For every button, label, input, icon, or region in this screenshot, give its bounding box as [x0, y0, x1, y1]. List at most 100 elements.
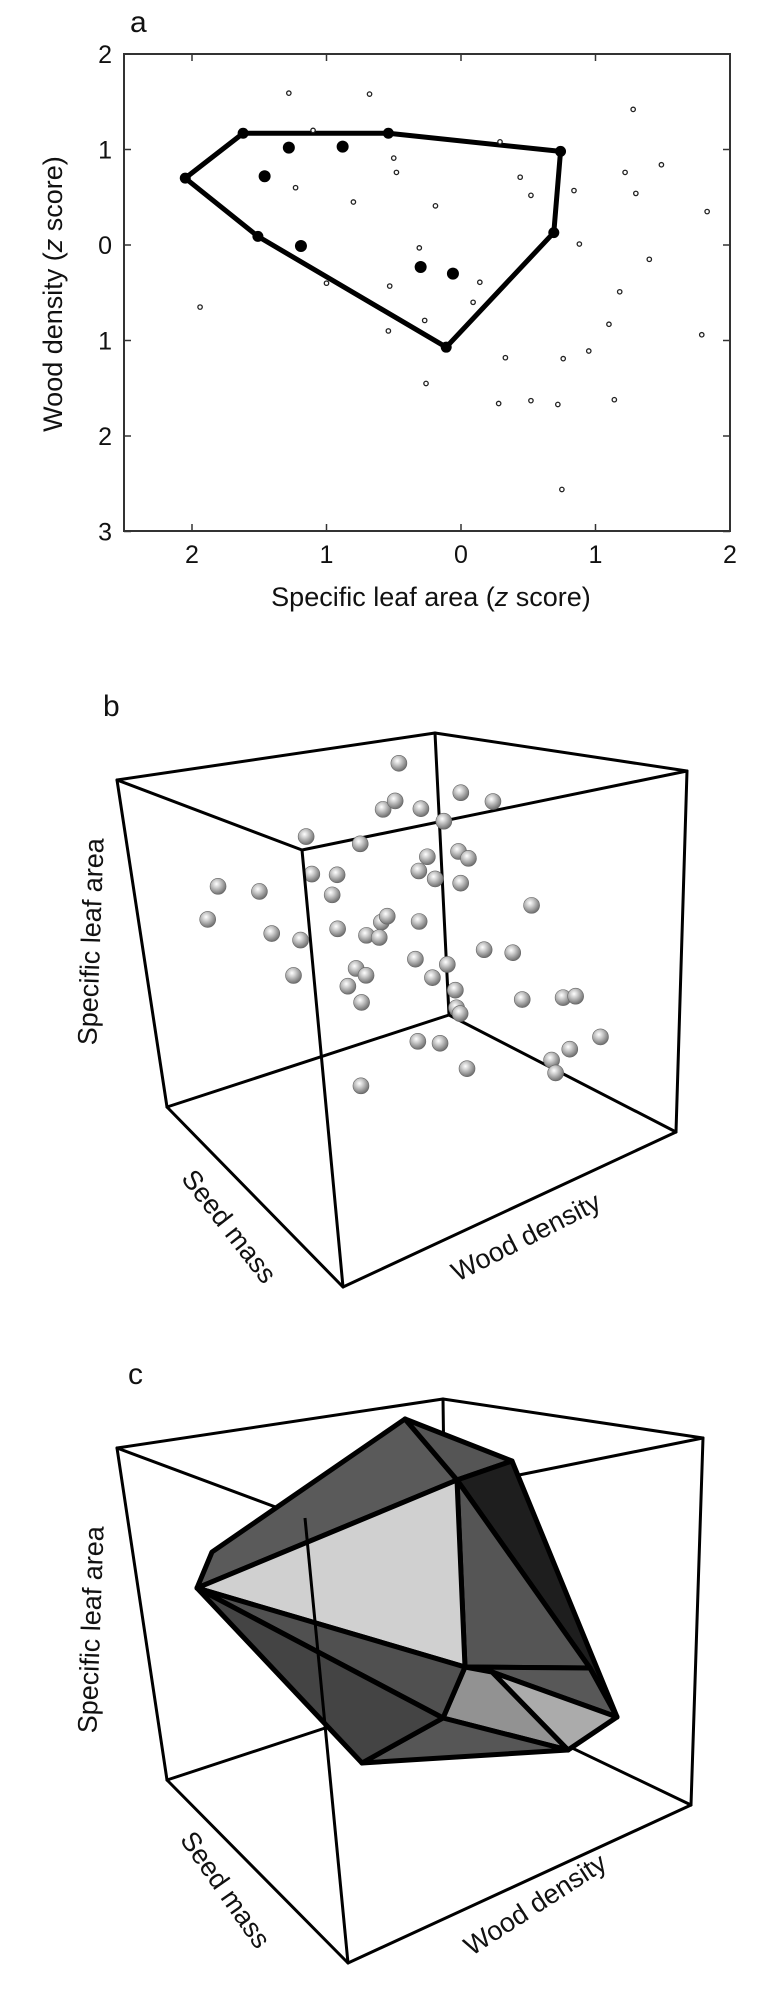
sphere-point: [561, 1040, 579, 1058]
open-point: [528, 397, 534, 404]
sphere-point: [370, 929, 388, 946]
filled-point: [336, 140, 349, 153]
box-edge: [115, 1446, 307, 1520]
filled-point: [282, 141, 295, 154]
y-axis-title-a: Wood density (z score): [38, 156, 68, 432]
y-tick-label: 1: [98, 137, 112, 165]
open-point: [585, 348, 592, 354]
open-point: [646, 256, 653, 263]
open-point: [606, 321, 612, 328]
sphere-point: [419, 848, 436, 866]
sphere-point: [297, 828, 315, 845]
hull-polyhedron-c: [194, 1416, 620, 1766]
panel-c: c Specific leaf area Seed mass Wood dens…: [72, 1358, 705, 1965]
axis-ticks-a: [124, 53, 731, 533]
sphere-point: [409, 1033, 427, 1050]
open-point: [559, 486, 565, 493]
sphere-point: [410, 862, 428, 880]
open-point: [421, 317, 428, 324]
open-point: [560, 355, 567, 362]
sphere-point: [390, 754, 408, 772]
open-point: [386, 283, 393, 289]
sphere-point: [447, 981, 464, 999]
sphere-point: [328, 866, 346, 884]
open-point: [571, 187, 577, 194]
hull-vertex-point: [440, 341, 452, 353]
open-point: [528, 192, 534, 199]
filled-point: [294, 239, 307, 252]
sphere-point: [209, 878, 227, 895]
sphere-point: [251, 883, 268, 900]
box-edge: [165, 1013, 451, 1109]
filled-points-a: [258, 140, 459, 280]
box-edge: [115, 1397, 445, 1450]
open-point: [323, 280, 330, 287]
sphere-point: [504, 944, 522, 962]
y-tick-label: 2: [98, 41, 112, 69]
open-point: [576, 241, 583, 247]
z-axis-label-b: Specific leaf area: [72, 837, 109, 1046]
box-front-edge: [300, 849, 345, 1288]
open-point: [366, 91, 373, 97]
box-edge: [115, 778, 169, 1109]
open-point: [390, 155, 397, 161]
open-point: [385, 328, 392, 334]
box-edge: [300, 769, 689, 852]
x-tick-label: 2: [185, 541, 199, 569]
sphere-point: [567, 987, 584, 1005]
box-edge: [341, 1130, 678, 1289]
open-point: [423, 380, 429, 387]
z-axis-label-c: Specific leaf area: [72, 1525, 109, 1734]
sphere-point: [407, 950, 424, 968]
sphere-point: [452, 784, 470, 802]
hull-vertex-point: [252, 230, 264, 242]
open-point: [476, 279, 483, 286]
open-point: [622, 169, 628, 176]
sphere-point: [199, 911, 216, 928]
filled-point: [446, 267, 459, 280]
sphere-point: [460, 850, 477, 867]
box-edge: [346, 1803, 693, 1965]
hull-vertex-point: [237, 127, 249, 139]
sphere-point: [292, 931, 309, 949]
open-points-a: [197, 90, 710, 493]
sphere-point: [475, 941, 493, 959]
sphere-point: [435, 812, 453, 830]
sphere-point: [285, 967, 302, 984]
open-point: [698, 331, 705, 338]
sphere-point: [431, 1035, 449, 1052]
filled-point: [414, 260, 427, 273]
sphere-point: [353, 994, 370, 1011]
x-tick-label: 1: [320, 541, 334, 569]
sphere-point: [352, 1077, 370, 1095]
open-point: [616, 288, 623, 295]
panel-label-b: b: [103, 690, 120, 723]
box-edge: [115, 731, 437, 782]
open-point: [495, 400, 502, 407]
y-tick-label: 3: [98, 519, 112, 547]
hull-vertex-point: [548, 227, 560, 239]
sphere-point: [374, 801, 392, 818]
sphere-point: [351, 835, 369, 853]
open-point: [310, 127, 316, 134]
open-point: [658, 161, 665, 168]
open-point: [630, 106, 637, 113]
open-point: [517, 174, 524, 181]
sphere-point: [523, 897, 540, 914]
sphere-point: [410, 913, 428, 930]
sphere-point: [547, 1064, 564, 1082]
sphere-point: [452, 874, 469, 892]
x-tick-label: 0: [454, 541, 468, 569]
open-point: [350, 199, 357, 205]
box-front-edge-c: [303, 1517, 350, 1964]
x-tick-label: 1: [589, 541, 603, 569]
box-edge: [165, 1105, 345, 1289]
sphere-point: [339, 977, 357, 995]
open-point: [502, 354, 509, 361]
y-tick-label: 2: [98, 423, 112, 451]
spheres-b: [199, 754, 609, 1095]
x-axis-label-c: Wood density: [459, 1847, 613, 1961]
sphere-point: [451, 1005, 469, 1022]
sphere-point: [412, 800, 430, 817]
